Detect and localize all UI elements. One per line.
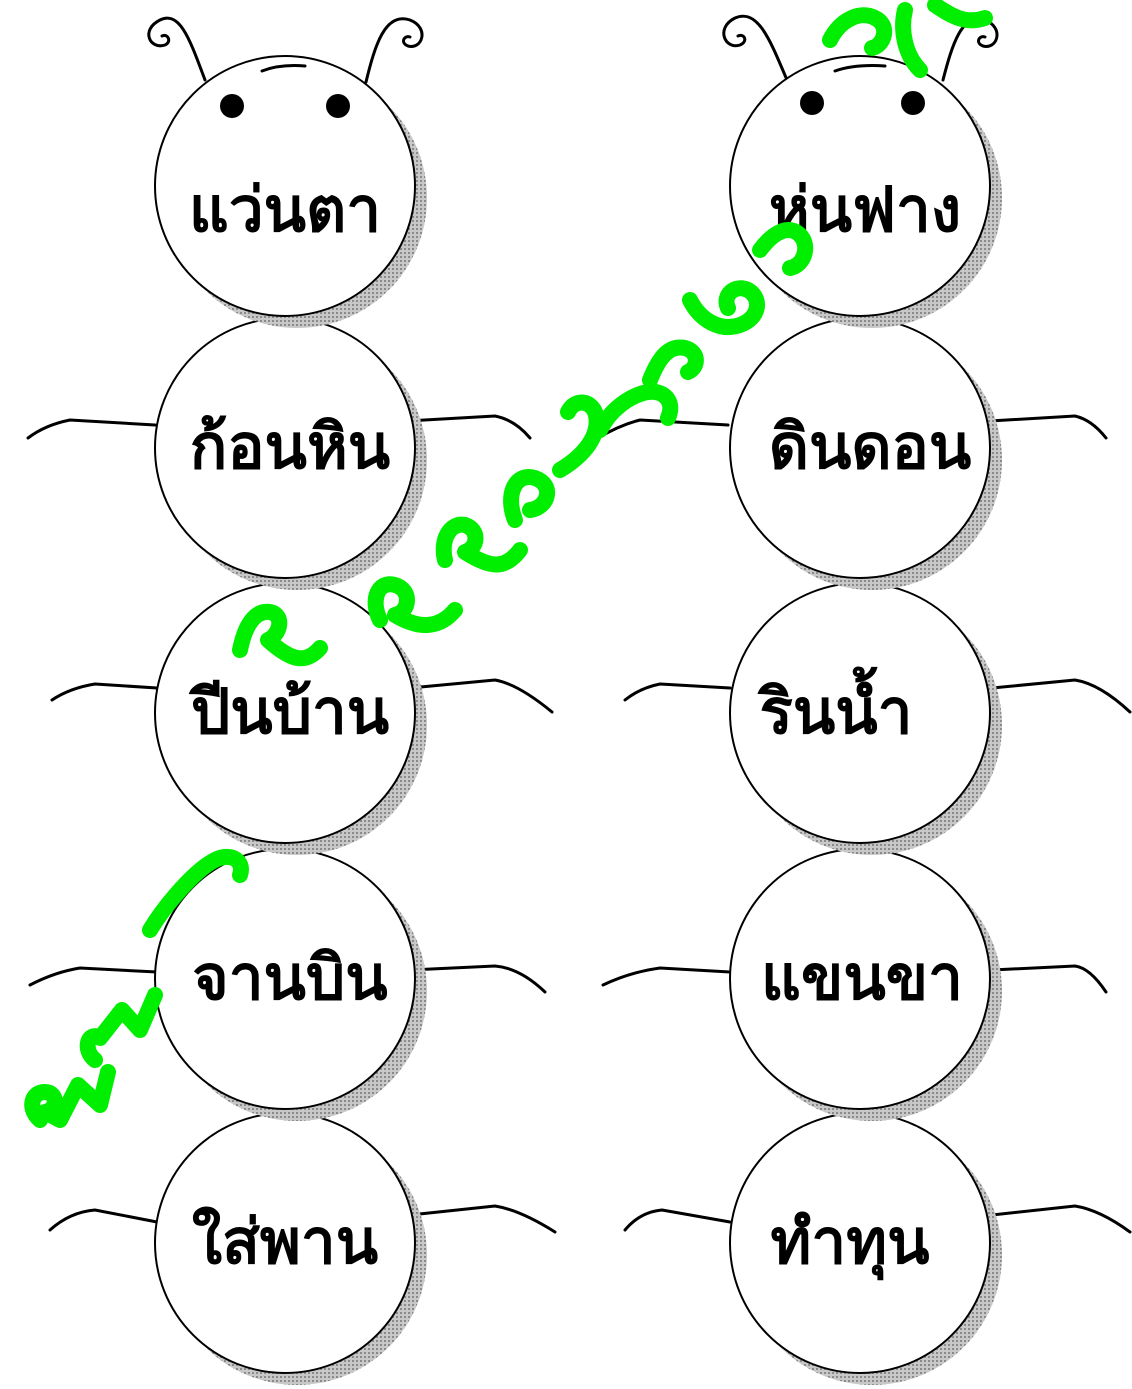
antenna-right-icon bbox=[366, 19, 422, 82]
caterpillar-left: แว่นตา ก้อนหิน ปีนบ้าน จานบิน ใส่พาน bbox=[28, 18, 555, 1385]
word-left-5: ใส่พาน bbox=[192, 1205, 378, 1278]
word-right-4: แขนขา bbox=[761, 941, 963, 1014]
word-left-3: ปีนบ้าน bbox=[188, 675, 389, 748]
word-right-3: รินน้ำ bbox=[757, 666, 913, 748]
word-left-2: ก้อนหิน bbox=[190, 410, 390, 483]
caterpillar-right: หุ่นฟาง ดินดอน รินน้ำ แขนขา ทำทุน bbox=[598, 16, 1130, 1385]
eye-right-icon bbox=[326, 94, 350, 118]
eye-left-icon bbox=[220, 94, 244, 118]
word-right-2: ดินดอน bbox=[769, 410, 972, 483]
antenna-left-icon bbox=[724, 16, 787, 80]
word-right-5: ทำทุน bbox=[771, 1205, 930, 1280]
word-left-1: แว่นตา bbox=[189, 173, 381, 246]
word-left-4: จานบิน bbox=[192, 941, 387, 1014]
eye-right-icon bbox=[901, 91, 925, 115]
eye-left-icon bbox=[800, 91, 824, 115]
antenna-left-icon bbox=[149, 18, 205, 80]
